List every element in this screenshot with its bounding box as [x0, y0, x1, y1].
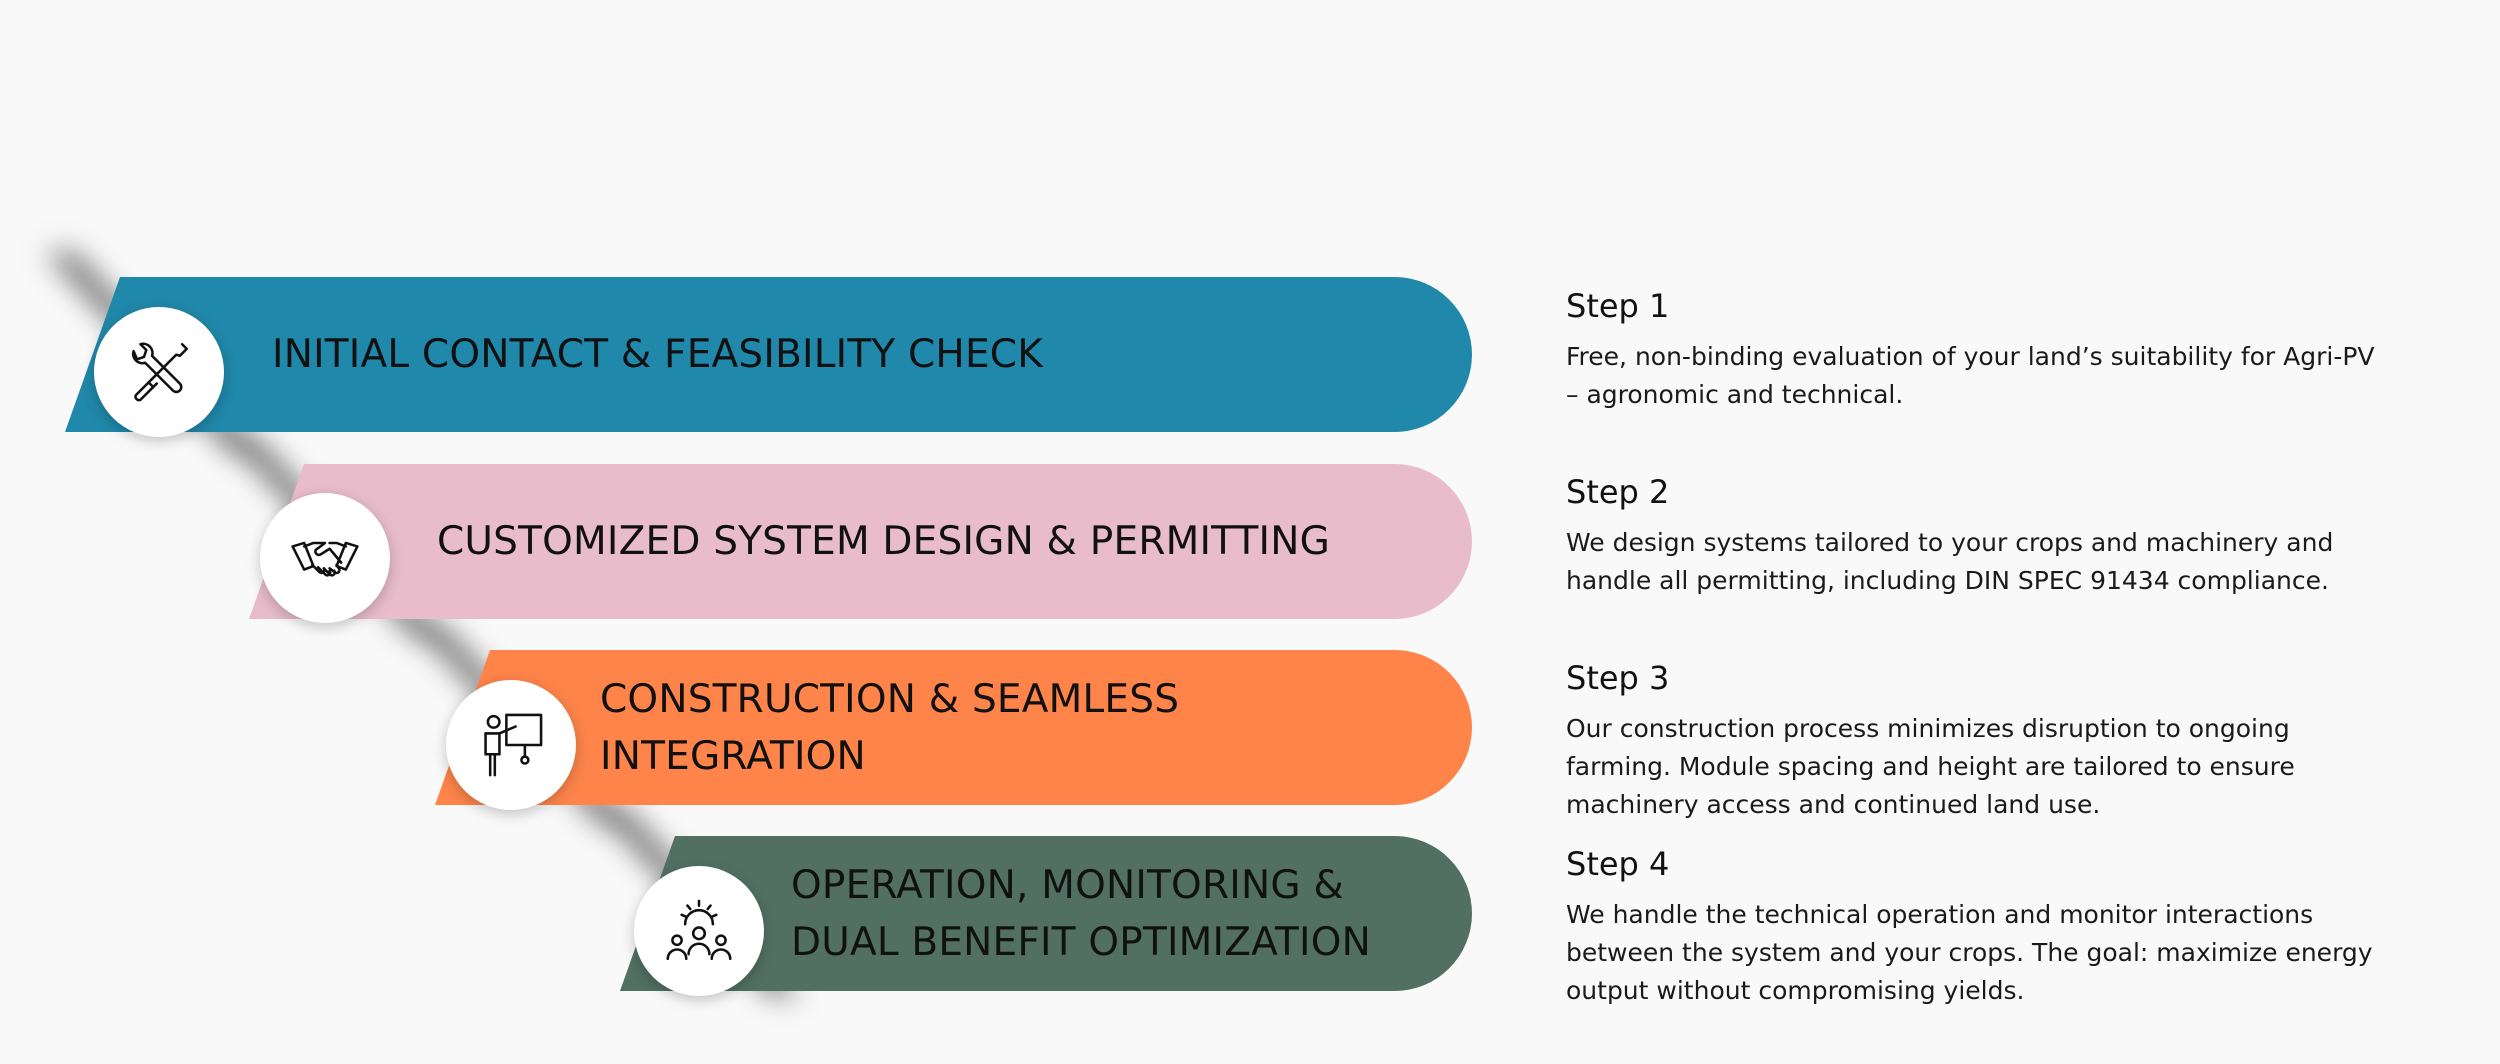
step-2-description: We design systems tailored to your crops…	[1566, 528, 2334, 595]
step-2-text: Step 2 We design systems tailored to you…	[1566, 468, 2386, 600]
step-3-description: Our construction process minimizes disru…	[1566, 714, 2295, 819]
team-gear-icon-circle	[634, 866, 764, 996]
step-4-text: Step 4 We handle the technical operation…	[1566, 840, 2386, 1010]
presenter-icon	[484, 713, 543, 777]
step-4-title: Step 4	[1566, 845, 1670, 883]
handshake-icon-circle	[260, 493, 390, 623]
step-3-band: CONSTRUCTION & SEAMLESS INTEGRATION	[435, 650, 1472, 805]
step-1-band: INITIAL CONTACT & FEASIBILITY CHECK	[65, 277, 1472, 432]
step-1-text: Step 1 Free, non-binding evaluation of y…	[1566, 282, 2386, 414]
step-2-title: Step 2	[1566, 473, 1670, 511]
presenter-icon-circle	[446, 680, 576, 810]
tools-icon-circle	[94, 307, 224, 437]
step-3-band-title: CONSTRUCTION & SEAMLESS INTEGRATION	[600, 676, 1180, 779]
step-2-band: CUSTOMIZED SYSTEM DESIGN & PERMITTING	[249, 464, 1472, 619]
step-4-band-title: OPERATION, MONITORING & DUAL BENEFIT OPT…	[791, 862, 1372, 965]
team-gear-icon	[666, 899, 732, 961]
step-1-title: Step 1	[1566, 287, 1670, 325]
tools-icon	[131, 342, 189, 402]
step-4-description: We handle the technical operation and mo…	[1566, 900, 2373, 1005]
step-2-band-title: CUSTOMIZED SYSTEM DESIGN & PERMITTING	[437, 519, 1331, 564]
step-3-title: Step 3	[1566, 659, 1670, 697]
step-1-band-title: INITIAL CONTACT & FEASIBILITY CHECK	[272, 332, 1044, 377]
step-1-description: Free, non-binding evaluation of your lan…	[1566, 342, 2375, 409]
step-3-text: Step 3 Our construction process minimize…	[1566, 654, 2386, 824]
handshake-icon	[291, 541, 359, 577]
step-4-band: OPERATION, MONITORING & DUAL BENEFIT OPT…	[620, 836, 1472, 991]
